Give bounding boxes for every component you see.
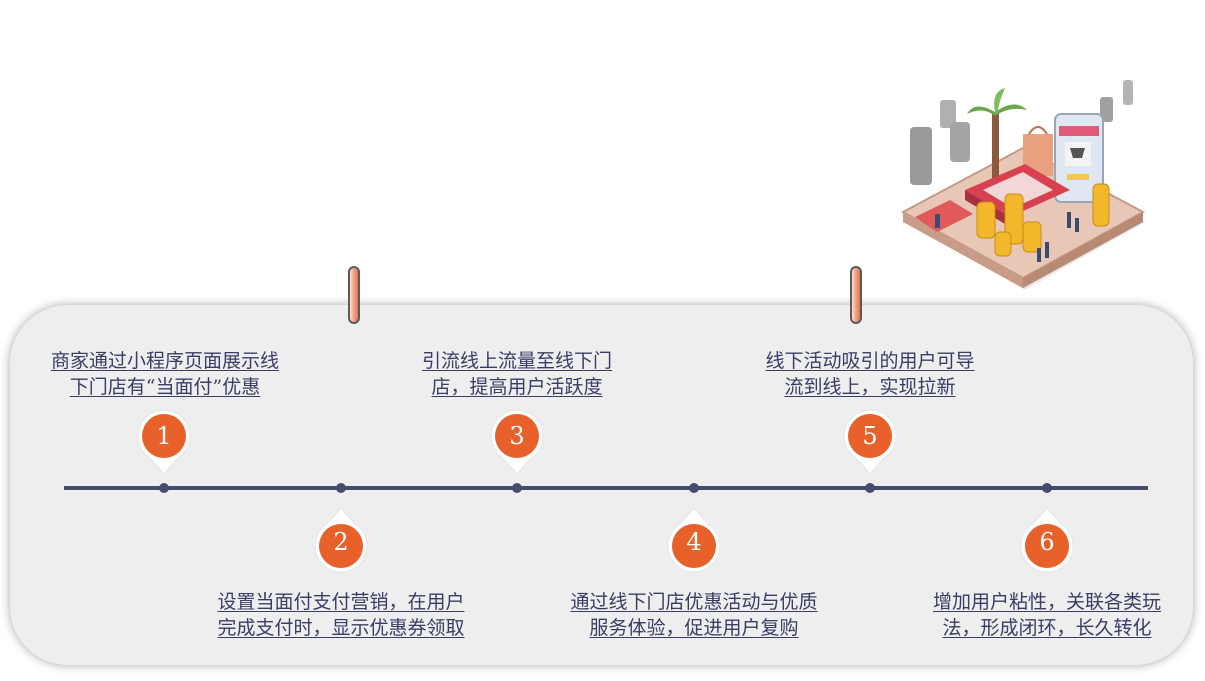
step-5-number: 5	[862, 422, 878, 450]
step-2-description: 设置当面付支付营销，在用户 完成支付时，显示优惠券领取	[217, 591, 465, 639]
step-2-marker: 2	[313, 508, 369, 574]
step-6-description: 增加用户粘性，关联各类玩 法，形成闭环，长久转化	[932, 591, 1161, 639]
step-4-marker: 4	[666, 508, 722, 574]
step-4-description: 通过线下门店优惠活动与优质 服务体验，促进用户复购	[570, 591, 818, 639]
timeline-dot	[1042, 483, 1052, 493]
timeline-dot	[512, 483, 522, 493]
step-3-number: 3	[509, 422, 525, 450]
step-6-number: 6	[1039, 528, 1055, 556]
step-3-marker: 3	[489, 408, 545, 474]
step-1-number: 1	[156, 422, 172, 450]
step-5-marker: 5	[842, 408, 898, 474]
step-5-description: 线下活动吸引的用户可导 流到线上，实现拉新	[765, 350, 975, 398]
timeline-panel	[10, 305, 1193, 665]
timeline-dot	[159, 483, 169, 493]
step-4-number: 4	[686, 528, 702, 556]
timeline-dot	[689, 483, 699, 493]
step-1-marker: 1	[136, 408, 192, 474]
timeline-line	[64, 486, 1148, 490]
timeline-dot	[865, 483, 875, 493]
step-1-description: 商家通过小程序页面展示线 下门店有“当面付”优惠	[50, 350, 279, 398]
step-6-marker: 6	[1019, 508, 1075, 574]
timeline-dot	[336, 483, 346, 493]
binder-ring-right	[850, 266, 862, 324]
binder-ring-left	[348, 266, 360, 324]
step-3-description: 引流线上流量至线下门 店，提高用户活跃度	[421, 350, 612, 398]
online-store-isometric-icon	[900, 80, 1146, 290]
step-2-number: 2	[333, 528, 349, 556]
